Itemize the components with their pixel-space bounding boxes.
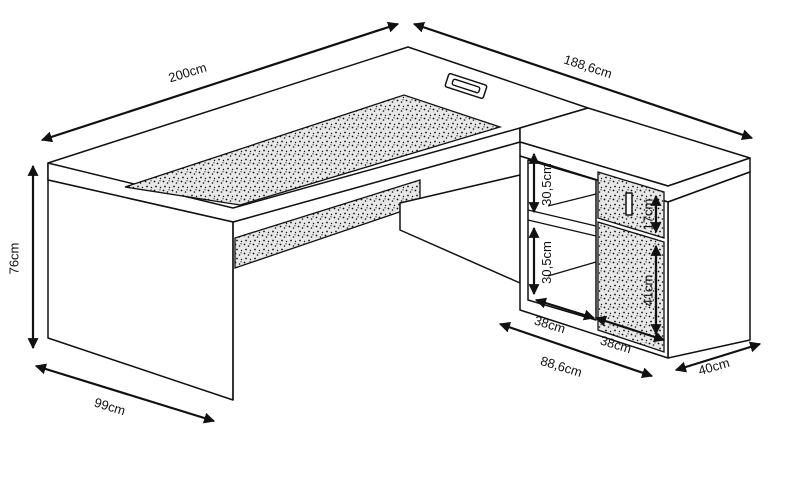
dim-arrow-cabinet-width bbox=[498, 322, 654, 378]
label-drawer-height-1: 17cm bbox=[640, 198, 656, 231]
dim-arrow-return-length bbox=[412, 21, 754, 141]
label-drawer-height-2: 41cm bbox=[640, 274, 656, 307]
dim-arrow-shelf-width-1 bbox=[534, 297, 596, 321]
label-shelf-height-1: 30,5cm bbox=[538, 163, 554, 206]
cabinet-right-side bbox=[667, 171, 751, 359]
dim-arrow-cabinet-depth bbox=[674, 341, 762, 373]
label-height: 76cm bbox=[6, 242, 22, 275]
label-shelf-height-2: 30,5cm bbox=[538, 241, 554, 284]
dim-arrow-desk-width bbox=[40, 21, 400, 143]
dim-arrow-desk-depth bbox=[34, 363, 216, 424]
drawer-handle bbox=[625, 192, 633, 216]
dim-arrow-shelf-width-2 bbox=[594, 315, 666, 343]
shelf-divider bbox=[527, 219, 597, 237]
